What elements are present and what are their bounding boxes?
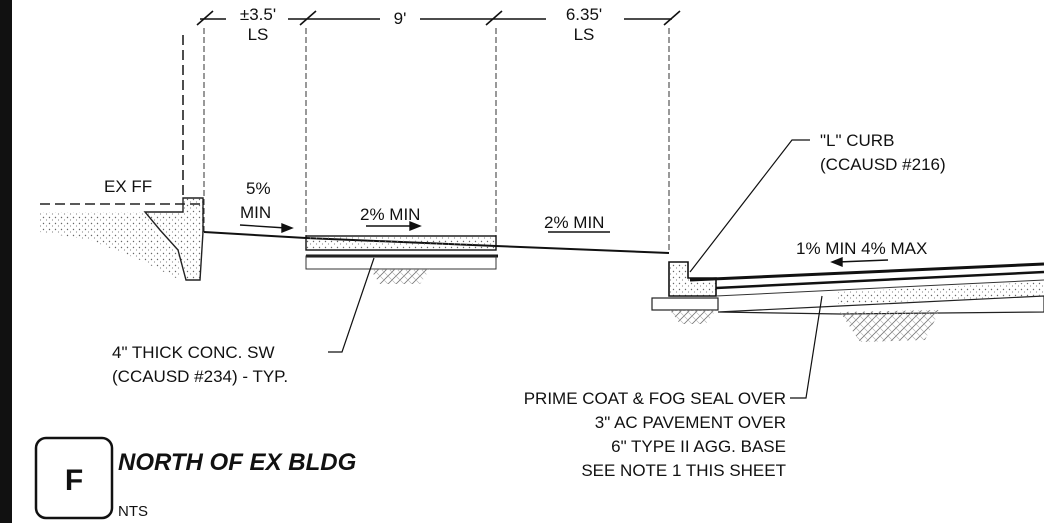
left-frame-bar xyxy=(0,0,12,523)
existing-building-wall xyxy=(40,35,203,205)
dim-right-width: 6.35' xyxy=(566,5,602,24)
slope-5-pct: 5% xyxy=(246,179,271,198)
pavement-label-2: 3" AC PAVEMENT OVER xyxy=(595,413,786,432)
curb-label-2: (CCAUSD #216) xyxy=(820,155,946,174)
curb-label-1: "L" CURB xyxy=(820,131,894,150)
sidewalk-label-1: 4" THICK CONC. SW xyxy=(112,343,275,362)
dim-left-width: ±3.5' xyxy=(240,5,276,24)
ex-ff-label: EX FF xyxy=(104,177,152,196)
existing-soil-left xyxy=(40,212,180,280)
pavement-label-1: PRIME COAT & FOG SEAL OVER xyxy=(524,389,786,408)
detail-tag: F xyxy=(65,464,83,497)
detail-scale: NTS xyxy=(118,503,148,520)
pavement-label-3: 6" TYPE II AGG. BASE xyxy=(611,437,786,456)
detail-tag-box xyxy=(34,436,114,520)
sidewalk-label-2: (CCAUSD #234) - TYP. xyxy=(112,367,288,386)
slope-5-min: MIN xyxy=(240,203,271,222)
slope-pavement: 1% MIN 4% MAX xyxy=(796,239,927,258)
slope-2-min-sidewalk: 2% MIN xyxy=(360,205,420,224)
existing-footing xyxy=(143,197,204,281)
concrete-sidewalk xyxy=(305,235,498,284)
slope-arrows xyxy=(239,220,889,268)
dim-right-type: LS xyxy=(574,25,595,44)
slope-2-min-landscape: 2% MIN xyxy=(544,213,604,232)
curb-leader xyxy=(689,139,810,273)
l-curb xyxy=(651,261,719,324)
dim-left-type: LS xyxy=(248,25,269,44)
sidewalk-leader xyxy=(328,257,375,353)
dim-mid-width: 9' xyxy=(394,9,407,28)
pavement-label-4: SEE NOTE 1 THIS SHEET xyxy=(581,461,786,480)
detail-title: NORTH OF EX BLDG xyxy=(118,449,356,476)
pavement-leader xyxy=(790,295,823,399)
ac-pavement xyxy=(689,262,1044,342)
extension-lines xyxy=(203,28,670,252)
